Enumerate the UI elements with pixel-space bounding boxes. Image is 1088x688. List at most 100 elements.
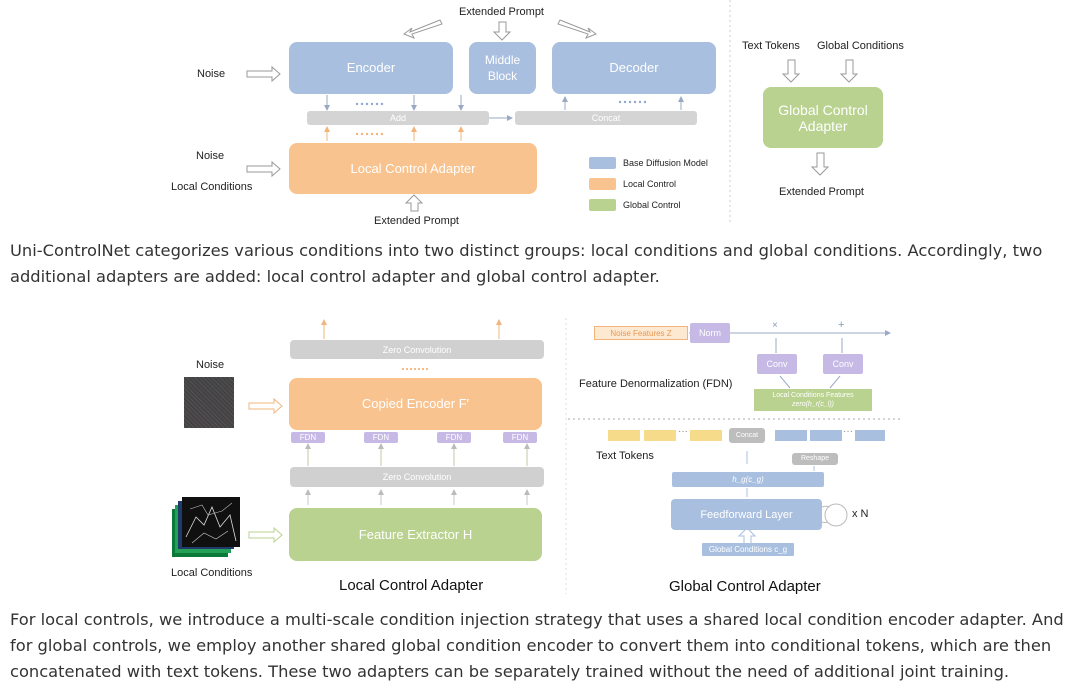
- copied-encoder-block: Copied Encoder F′: [289, 378, 542, 430]
- ellipsis: ···: [843, 426, 853, 437]
- zero-convolution-top-label: Zero Convolution: [382, 344, 452, 355]
- global-conditions-box: Global Conditions c_g: [702, 543, 794, 556]
- feature-extractor-block: Feature Extractor H: [289, 508, 542, 561]
- local-control-adapter-caption: Local Control Adapter: [339, 577, 484, 594]
- global-control-adapter-block: Global Control Adapter: [763, 87, 883, 148]
- global-token: [775, 430, 807, 441]
- conv-block-2: Conv: [823, 354, 863, 374]
- fdn-label: FDN: [511, 432, 529, 442]
- fdn-block: FDN: [437, 432, 471, 443]
- global-token: [855, 430, 885, 441]
- global-token: [810, 430, 842, 441]
- fdn-block: FDN: [364, 432, 398, 443]
- legend-label: Base Diffusion Model: [623, 157, 708, 168]
- text-tokens-label: Text Tokens: [742, 40, 800, 52]
- global-out-arrow: [810, 152, 830, 176]
- fdn-label: FDN: [299, 432, 317, 442]
- repeat-n-label: x N: [852, 508, 869, 520]
- legend-label: Local Control: [623, 178, 677, 189]
- concat-block: Concat: [729, 428, 765, 443]
- norm-block: Norm: [690, 323, 730, 343]
- fdn-block: FDN: [291, 432, 325, 443]
- global-control-adapter-caption: Global Control Adapter: [669, 578, 821, 595]
- extended-prompt-right-label: Extended Prompt: [779, 186, 864, 198]
- noise-label-bottom: Noise: [196, 359, 225, 371]
- legend-swatch: [589, 156, 616, 169]
- extended-prompt-arrow-mid: [492, 21, 512, 41]
- legend-item: Local Control: [589, 173, 708, 194]
- hg-label: h_g(c_g): [732, 474, 764, 484]
- text-token: [644, 430, 676, 441]
- zero-convolution-top: Zero Convolution: [290, 340, 544, 359]
- plus-sign: +: [838, 319, 845, 331]
- local-conditions-features-formula: zero(h_r(c_l)): [791, 401, 834, 408]
- local-conditions-image-stack: [172, 497, 242, 559]
- global-conditions-box-label: Global Conditions c_g: [708, 544, 788, 554]
- local-conditions-input-arrow: [248, 526, 283, 544]
- feedforward-layer-label: Feedforward Layer: [700, 508, 793, 521]
- fdn-block: FDN: [503, 432, 537, 443]
- zero-convolution-bottom: Zero Convolution: [290, 467, 544, 487]
- conv-label: Conv: [832, 359, 854, 369]
- paragraph-2: For local controls, we introduce a multi…: [10, 610, 1064, 681]
- concat-bar: Concat: [515, 111, 697, 125]
- multiply-sign: ×: [772, 320, 778, 331]
- middle-block-label: Middle Block: [484, 53, 521, 83]
- edge-map-image: [182, 497, 240, 547]
- middle-block: Middle Block: [469, 42, 536, 94]
- reshape-block: Reshape: [792, 453, 838, 465]
- legend-label: Global Control: [623, 199, 681, 210]
- conv-label: Conv: [766, 359, 788, 369]
- extended-prompt-arrow-left: [402, 19, 443, 39]
- hg-block: h_g(c_g): [672, 472, 824, 487]
- local-control-adapter-label: Local Control Adapter: [350, 160, 476, 176]
- encoder-label: Encoder: [346, 60, 396, 75]
- legend-item: Base Diffusion Model: [589, 152, 708, 173]
- fdn-label: FDN: [445, 432, 463, 442]
- local-conditions-label-bottom: Local Conditions: [171, 567, 253, 579]
- add-label: Add: [389, 113, 406, 123]
- extended-prompt-arrow-right: [557, 19, 598, 39]
- copied-encoder-label: Copied Encoder F′: [361, 396, 470, 411]
- text-token: [690, 430, 722, 441]
- fdn-title: Feature Denormalization (FDN): [579, 378, 733, 390]
- feedforward-layer-block: Feedforward Layer: [671, 499, 822, 530]
- add-bar: Add: [307, 111, 489, 125]
- fdn-label: FDN: [372, 432, 390, 442]
- encoder-block: Encoder: [289, 42, 453, 94]
- noise-local-label: Noise: [196, 150, 225, 162]
- extended-prompt-top-label: Extended Prompt: [459, 6, 544, 18]
- ellipsis: ···: [678, 426, 688, 437]
- legend: Base Diffusion Model Local Control Globa…: [589, 152, 708, 215]
- paragraph-1: Uni-ControlNet categorizes various condi…: [10, 241, 1043, 286]
- noise-label: Noise: [197, 68, 226, 80]
- local-conditions-label: Local Conditions: [171, 181, 253, 193]
- global-control-adapter-label: Global Control Adapter: [778, 101, 868, 134]
- reshape-label: Reshape: [800, 455, 830, 462]
- legend-swatch: [589, 177, 616, 190]
- concat-block-label: Concat: [735, 431, 759, 439]
- noise-features-label: Noise Features Z: [610, 328, 672, 338]
- legend-swatch: [589, 198, 616, 211]
- zero-convolution-bottom-label: Zero Convolution: [382, 472, 452, 482]
- global-conditions-up-arrow: [737, 527, 757, 545]
- global-conditions-arrow: [839, 59, 859, 83]
- global-conditions-label: Global Conditions: [817, 40, 904, 52]
- feature-extractor-label: Feature Extractor H: [358, 526, 473, 542]
- decoder-label: Decoder: [609, 60, 659, 75]
- decoder-block: Decoder: [552, 42, 716, 94]
- norm-label: Norm: [699, 328, 721, 338]
- noise-features-box: Noise Features Z: [594, 326, 688, 340]
- noise-input-arrow: [248, 397, 283, 415]
- local-conditions-features-box: Local Conditions Features zero(h_r(c_l)): [754, 389, 872, 411]
- legend-item: Global Control: [589, 194, 708, 215]
- noise-local-arrow: [246, 160, 281, 178]
- text-tokens-arrow: [781, 59, 801, 83]
- text-token: [608, 430, 640, 441]
- local-conditions-features-label: Local Conditions Features: [772, 392, 854, 399]
- noise-arrow: [246, 65, 281, 83]
- concat-label: Concat: [591, 113, 621, 123]
- text-tokens-label-bottom: Text Tokens: [596, 450, 654, 462]
- local-control-adapter-block: Local Control Adapter: [289, 143, 537, 194]
